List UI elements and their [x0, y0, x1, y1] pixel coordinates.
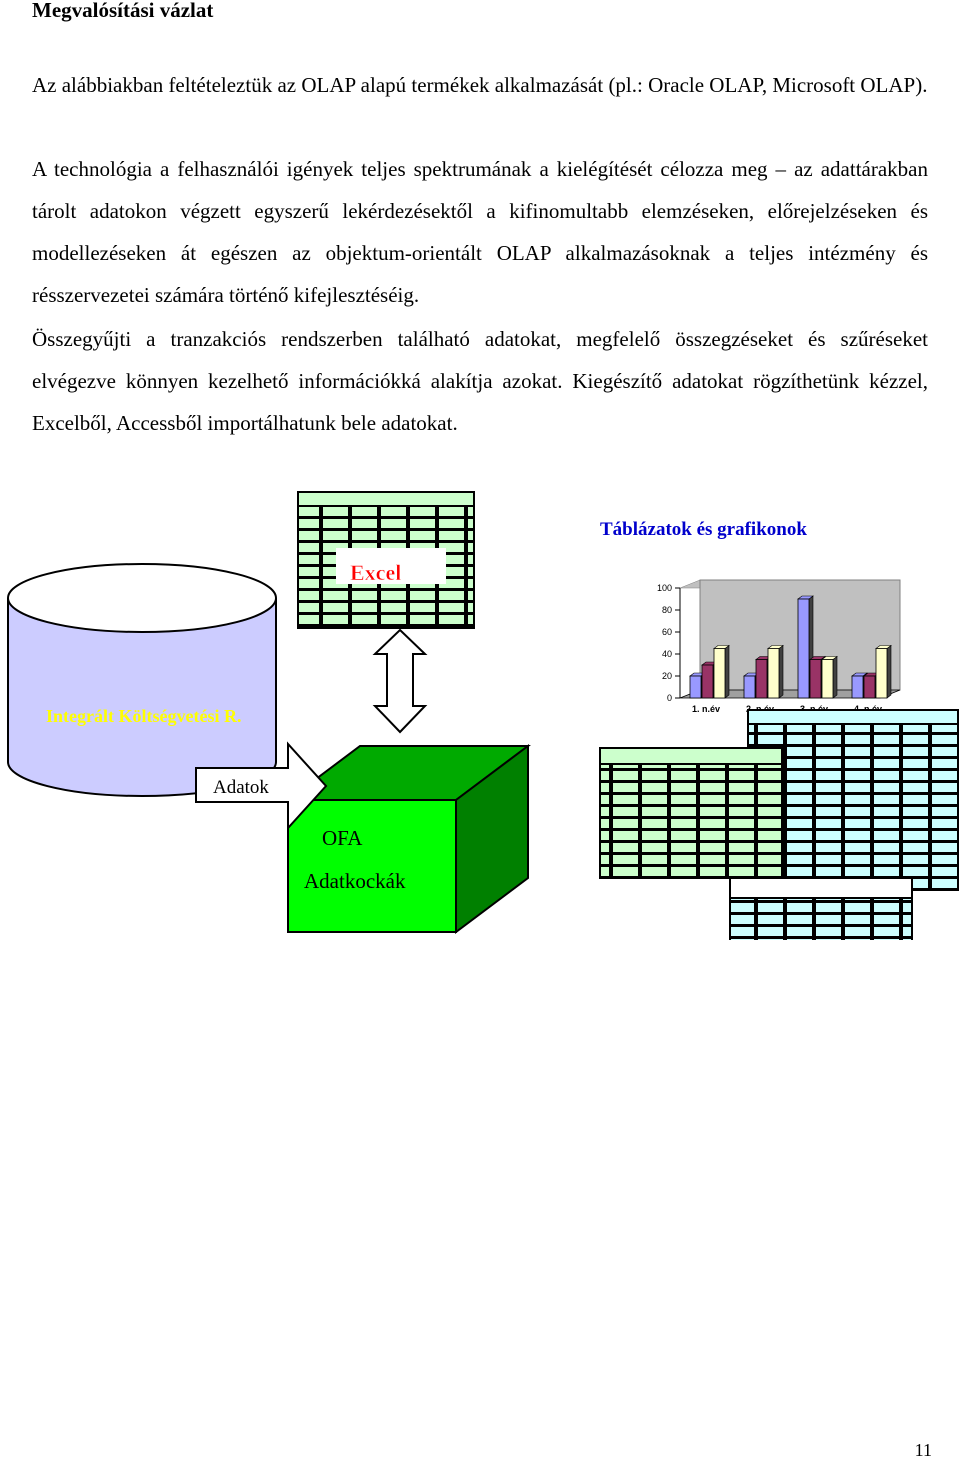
y-tick-label: 0 [667, 693, 672, 703]
bar [713, 648, 726, 699]
section-heading: Megvalósítási vázlat [32, 0, 214, 22]
spreadsheet-stack [599, 709, 959, 940]
bar [863, 675, 876, 699]
excel-sheet: Excel [297, 491, 475, 629]
double-arrow [372, 628, 428, 734]
bar [875, 648, 888, 699]
bar [809, 659, 822, 699]
paragraph-technology: A technológia a felhasználói igények tel… [32, 157, 928, 307]
database-label: Integrált Költségvetési R. [46, 706, 241, 726]
bar [797, 598, 810, 699]
bar [743, 675, 756, 699]
bar [851, 675, 864, 699]
cube-label-line1: OFA [322, 826, 363, 850]
y-tick-label: 100 [657, 583, 672, 593]
database-cylinder: Integrált Költségvetési R. [7, 563, 277, 797]
bar-side [724, 644, 730, 699]
bar [755, 659, 768, 699]
cube-label-line2: Adatkockák [304, 869, 406, 893]
y-tick-label: 40 [662, 649, 672, 659]
adatok-label: Adatok [213, 777, 269, 798]
adatok-arrow: Adatok [195, 741, 328, 831]
olap-cube: OFA Adatkockák [285, 744, 531, 934]
paragraph-intro: Az alábbiakban feltételeztük az OLAP ala… [32, 73, 928, 97]
y-tick-label: 80 [662, 605, 672, 615]
bar-side [832, 655, 838, 699]
tables-title: Táblázatok és grafikonok [600, 519, 807, 540]
y-tick-label: 20 [662, 671, 672, 681]
bar-side [886, 644, 892, 699]
paragraph-collection: Összegyűjti a tranzakciós rendszerben ta… [32, 327, 928, 435]
bar [821, 659, 834, 699]
x-category-label: 1. n.év [692, 704, 720, 714]
bar [767, 648, 780, 699]
bar-side [778, 644, 784, 699]
bar [689, 675, 702, 699]
architecture-diagram: Excel Integrált Költségvetési R. OFA Ada… [7, 491, 959, 940]
page-number: 11 [914, 1440, 932, 1460]
excel-label: Excel [350, 560, 401, 585]
bar [701, 664, 714, 699]
y-tick-label: 60 [662, 627, 672, 637]
